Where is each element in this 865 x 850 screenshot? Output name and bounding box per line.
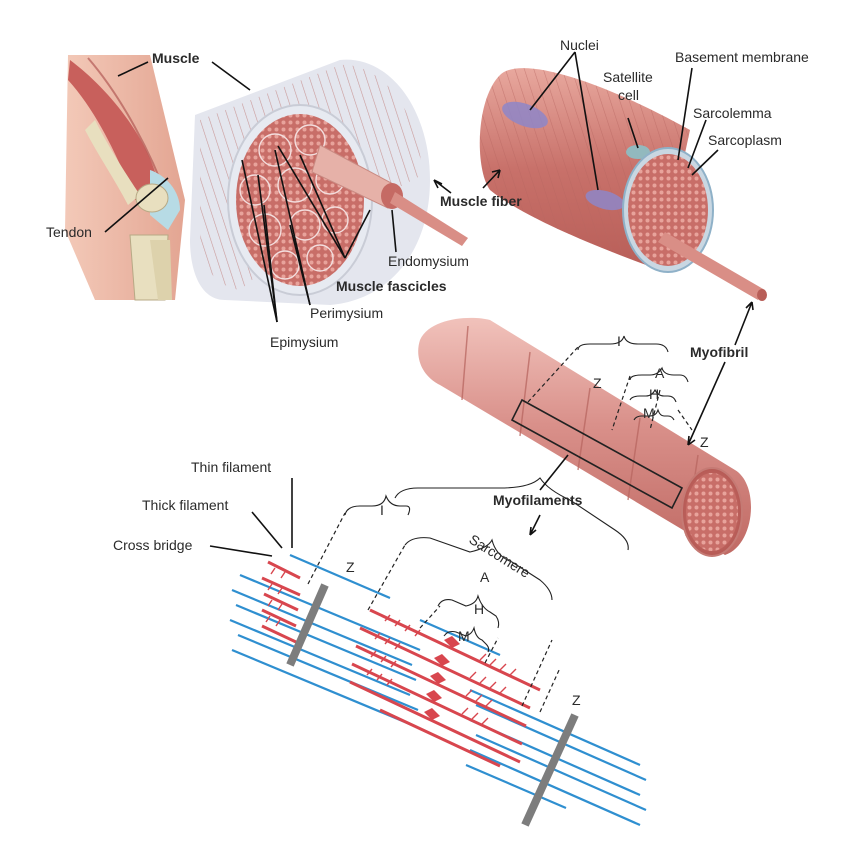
z-disc-right xyxy=(521,713,579,827)
thick-filaments xyxy=(261,560,541,768)
label-epimysium: Epimysium xyxy=(270,334,338,350)
label-band-m-bottom: M xyxy=(458,628,470,644)
label-thick-filament: Thick filament xyxy=(142,497,228,513)
label-sarcolemma: Sarcolemma xyxy=(693,105,772,121)
label-sarcoplasm: Sarcoplasm xyxy=(708,132,782,148)
cross-bridges xyxy=(265,567,517,725)
label-myofilaments: Myofilaments xyxy=(493,492,583,508)
label-cross-bridge: Cross bridge xyxy=(113,537,193,553)
label-sarcomere: Sarcomere xyxy=(466,531,533,581)
label-band-h-bottom: H xyxy=(474,601,484,617)
label-nuclei: Nuclei xyxy=(560,37,599,53)
label-band-a-bottom: A xyxy=(480,569,490,585)
myofibril xyxy=(418,317,752,557)
label-band-m-top: M xyxy=(643,405,655,421)
label-satellite-cell-line1: Satellite xyxy=(603,69,653,85)
m-line-nodes xyxy=(424,636,460,720)
muscle-bundle xyxy=(190,59,468,305)
label-myofibril: Myofibril xyxy=(690,344,748,360)
label-basement-membrane: Basement membrane xyxy=(675,49,809,65)
label-tendon: Tendon xyxy=(46,224,92,240)
z-disc-left xyxy=(286,583,329,667)
label-band-z-top-left: Z xyxy=(593,375,602,391)
label-band-z-top-right: Z xyxy=(700,434,709,450)
label-band-z-bottom-right: Z xyxy=(572,692,581,708)
sarcomere xyxy=(229,477,647,827)
label-satellite-cell-line2: cell xyxy=(618,87,639,103)
label-band-a-top: A xyxy=(655,365,665,381)
leader-lines xyxy=(104,51,754,557)
label-muscle: Muscle xyxy=(152,50,200,66)
label-thin-filament: Thin filament xyxy=(191,459,271,475)
muscle-fiber xyxy=(479,68,767,301)
thin-filaments xyxy=(229,553,647,827)
label-band-z-bottom-left: Z xyxy=(346,559,355,575)
label-perimysium: Perimysium xyxy=(310,305,383,321)
label-endomysium: Endomysium xyxy=(388,253,469,269)
label-band-i-top: I xyxy=(617,333,621,349)
leg-illustration xyxy=(65,55,185,301)
label-band-i-bottom: I xyxy=(380,502,384,518)
label-muscle-fascicles: Muscle fascicles xyxy=(336,278,447,294)
label-band-h-top: H xyxy=(649,386,659,402)
label-muscle-fiber: Muscle fiber xyxy=(440,193,522,209)
